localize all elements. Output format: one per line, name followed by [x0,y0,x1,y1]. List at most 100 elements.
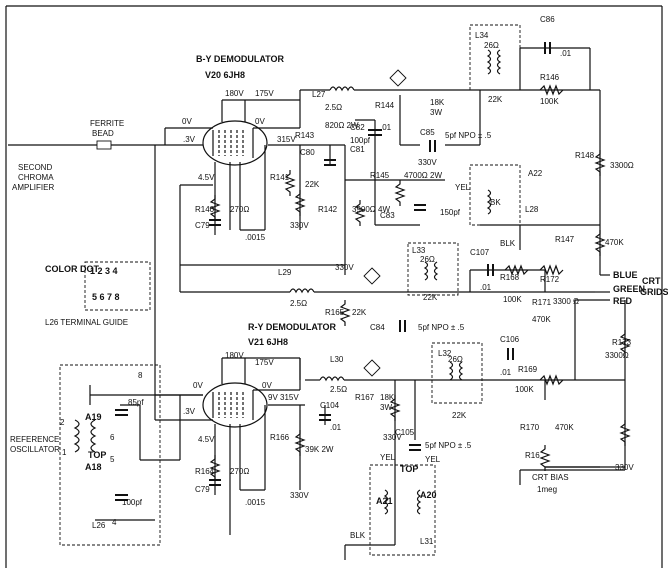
c106-val: .01 [500,368,512,377]
c79-label: C79 [195,221,210,230]
v21-0v-b: 0V [262,381,272,390]
v20-0v: 0V [182,117,192,126]
v20-3v: .3V [183,135,196,144]
r169-val: 100K [515,385,534,394]
pin1-label: 1 [62,448,67,457]
c106-label: C106 [500,335,520,344]
v330-f: 330V [383,433,402,442]
r168-label: R168 [500,273,520,282]
r167-val: 18K [380,393,395,402]
r171-470k: 470K [532,315,551,324]
c83-val: 150pf [440,208,461,217]
r170-val: 470K [555,423,574,432]
wiring [8,47,626,560]
v330-d: 330V [615,463,634,472]
v21-label: V21 6JH8 [248,337,288,347]
r165-val: 22K [352,308,367,317]
reference-label: REFERENCE [10,435,59,444]
r166-val: 39K 2W [305,445,334,454]
c83-label: C83 [380,211,395,220]
r141-val: 22K [305,180,320,189]
v330-e: 330V [290,491,309,500]
v21-175v: 175V [255,358,274,367]
pin5-label: 5 [110,455,115,464]
r166-label: R166 [270,433,290,442]
top-label-2: TOP [400,464,418,474]
second-label: SECOND [18,163,52,172]
amplifier-label: AMPLIFIER [12,183,54,192]
a19-label: A19 [85,412,102,422]
capacitors [115,42,551,501]
l29-val: 2.5Ω [290,299,307,308]
v21-45v: 4.5V [198,435,215,444]
v21-9v: 9V [268,393,278,402]
v20-175v: 175V [255,89,274,98]
l27-label: L27 [312,90,326,99]
l26-label: L26 [92,521,106,530]
c84-label: C84 [370,323,385,332]
a22-label: A22 [528,169,543,178]
v330-b: 330V [335,263,354,272]
a18-label: A18 [85,462,102,472]
c85-val: 5pf NPO ± .5 [445,131,492,140]
v20-0v-b: 0V [255,117,265,126]
r143-label: R143 [295,131,315,140]
crt-bias-label: CRT BIAS [532,473,569,482]
pin2-label: 2 [60,418,65,427]
r142-label: R142 [318,205,338,214]
blk-label-a: BLK [500,239,516,248]
dashed-boxes [59,24,521,556]
v21-3v: .3V [183,407,196,416]
v20-label: V20 6JH8 [205,70,245,80]
l28-bk: BK [490,198,501,207]
c81-label: C81 [350,145,365,154]
l34-label: L34 [475,31,489,40]
l33-ohm: 26Ω [420,255,435,264]
r144-label: R144 [375,101,395,110]
r167-w: 3W [380,403,392,412]
v21-0v: 0V [193,381,203,390]
ferrite-label-2: BEAD [92,129,114,138]
r141-label: R141 [270,173,290,182]
r164-label: R164 [195,467,215,476]
crt-bias-val: 1meg [537,485,557,494]
r171-val: 3300 Ω [553,297,579,306]
v21-180v: 180V [225,351,244,360]
l30-val: 2.5Ω [330,385,347,394]
r170-label: R170 [520,423,540,432]
c84-val: 5pf NPO ± .5 [418,323,465,332]
r167-label: R167 [355,393,375,402]
r140-val: 270Ω [230,205,249,214]
pin4-label: 4 [112,518,117,527]
coils [73,49,502,515]
a21-label: A21 [376,496,393,506]
c105-val: 5pf NPO ± .5 [425,441,472,450]
c82-label: C82 [350,123,365,132]
a20-label: A20 [420,490,437,500]
c80-label: C80 [300,148,315,157]
c86-label: C86 [540,15,555,24]
r142-val: 3900Ω 4W [352,205,390,214]
oscillator-label: OSCILLATOR [10,445,60,454]
r140-label: R140 [195,205,215,214]
yel-label-c: YEL [425,455,441,464]
v330-c: 330V [418,158,437,167]
l29-label: L29 [278,268,292,277]
r148-val: 3300Ω [610,161,634,170]
r169-label: R169 [518,365,538,374]
c79-val: .0015 [245,233,266,242]
r147-label: R147 [555,235,575,244]
c85-label-b: C85 [420,128,435,137]
l32-label: L32 [438,349,452,358]
v20-45v: 4.5V [198,173,215,182]
ferrite-label-1: FERRITE [90,119,124,128]
r164-val: 270Ω [230,467,249,476]
color-dot-label: COLOR DOT [45,264,99,274]
r144-val: 18K [430,98,445,107]
l28-label: L28 [525,205,539,214]
r173-val: 3300Ω [605,351,629,360]
blk-label-b: BLK [350,531,366,540]
r173-label: R173 [612,338,632,347]
r148-label: R148 [575,151,595,160]
